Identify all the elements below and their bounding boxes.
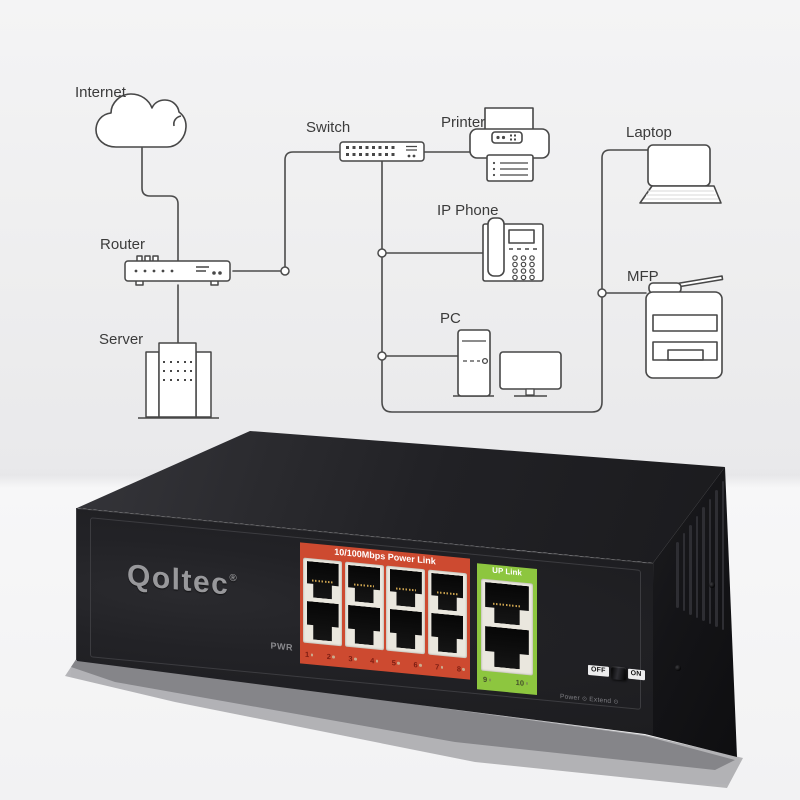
- link-switch-laptop-trunk: [381, 149, 649, 413]
- junction-node: [597, 288, 607, 298]
- rj45-port-jack: [348, 605, 380, 646]
- junction-nodes: [280, 248, 607, 361]
- rj45-pins: [396, 587, 417, 591]
- vent-slot: [682, 533, 685, 611]
- port-led: [332, 656, 335, 659]
- port-number: 6: [413, 660, 418, 670]
- label-printer: Printer: [441, 114, 485, 131]
- rj45-port-jack: [390, 569, 422, 608]
- port-led: [489, 679, 492, 682]
- screw: [709, 582, 715, 588]
- rj45-port-jack: [485, 582, 529, 626]
- extend-indicator-icon: ⊙: [613, 699, 619, 706]
- rj45-port-jack: [485, 626, 529, 670]
- network-topology-diagram: Internet Router Server Switch Printer IP…: [75, 84, 724, 419]
- port-led: [526, 682, 529, 685]
- vent-slot: [695, 516, 698, 618]
- port-led: [441, 666, 444, 669]
- label-router: Router: [100, 236, 145, 253]
- port-number: 9: [483, 674, 488, 685]
- vent-slot: [689, 525, 692, 615]
- port-column: [345, 562, 384, 651]
- on-label: ON: [628, 668, 645, 680]
- off-label: OFF: [588, 664, 609, 676]
- port-number: 2: [326, 651, 331, 662]
- laptop-icon: [639, 144, 722, 204]
- power-switch-knob: [611, 666, 626, 680]
- label-ip-phone: IP Phone: [437, 202, 498, 219]
- port-number: 4: [370, 656, 375, 666]
- uplink-port-panel: UP Link 9 10: [477, 563, 537, 695]
- junction-node: [377, 351, 387, 361]
- rj45-pins: [354, 583, 375, 587]
- vent-slot: [676, 542, 679, 608]
- vent-slot: [721, 481, 724, 630]
- router-icon: [124, 255, 231, 286]
- vent-slot: [715, 490, 718, 627]
- vent-slot: [708, 499, 711, 624]
- pc-icon: [453, 329, 562, 397]
- port-led: [397, 662, 400, 665]
- poe-port-panel: 10/100Mbps Power Link: [300, 542, 470, 679]
- port-led: [376, 660, 379, 663]
- rj45-pins: [312, 579, 333, 583]
- junction-node: [280, 266, 290, 276]
- vent-slot: [702, 507, 705, 621]
- connection-lines: [141, 147, 649, 413]
- link-junction-switch: [284, 151, 341, 268]
- rj45-port-jack: [390, 609, 422, 650]
- port-number: 10: [515, 677, 524, 688]
- mfp-icon: [645, 275, 724, 379]
- port-number: 7: [435, 662, 440, 672]
- port-column: [303, 558, 342, 647]
- label-mfp: MFP: [627, 268, 659, 285]
- label-server: Server: [99, 331, 143, 348]
- power-indicator-icon: ⊙: [581, 696, 588, 703]
- switch-icon: [339, 141, 425, 162]
- server-icon: [138, 342, 219, 419]
- port-number: 1: [305, 649, 310, 660]
- label-pc: PC: [440, 310, 461, 327]
- port-number: 3: [348, 653, 353, 664]
- port-led: [354, 658, 357, 661]
- port-number: 5: [391, 658, 396, 668]
- rj45-port-jack: [348, 565, 380, 604]
- port-column: [386, 566, 425, 655]
- screw: [675, 665, 681, 671]
- port-number: 8: [456, 664, 461, 674]
- ip-phone-icon: [482, 217, 544, 282]
- rj45-pins: [437, 591, 458, 595]
- internet-cloud-icon: [95, 93, 187, 148]
- rj45-pins: [493, 603, 521, 608]
- rj45-port-jack: [431, 573, 463, 612]
- printer-icon: [469, 107, 550, 182]
- link-internet-router: [141, 147, 179, 262]
- port-column: [428, 570, 467, 659]
- rj45-port-jack: [431, 613, 463, 654]
- port-column: [481, 579, 533, 676]
- label-internet: Internet: [75, 84, 127, 101]
- rj45-port-jack: [307, 601, 339, 642]
- device-right-face: [645, 467, 737, 757]
- label-laptop: Laptop: [626, 124, 672, 141]
- port-led: [419, 664, 422, 667]
- label-switch: Switch: [306, 119, 350, 136]
- port-led: [462, 668, 465, 671]
- registered-mark: ®: [229, 572, 237, 585]
- poe-port-columns: [303, 558, 467, 659]
- rj45-port-jack: [307, 561, 339, 600]
- junction-node: [377, 248, 387, 258]
- port-led: [311, 654, 314, 657]
